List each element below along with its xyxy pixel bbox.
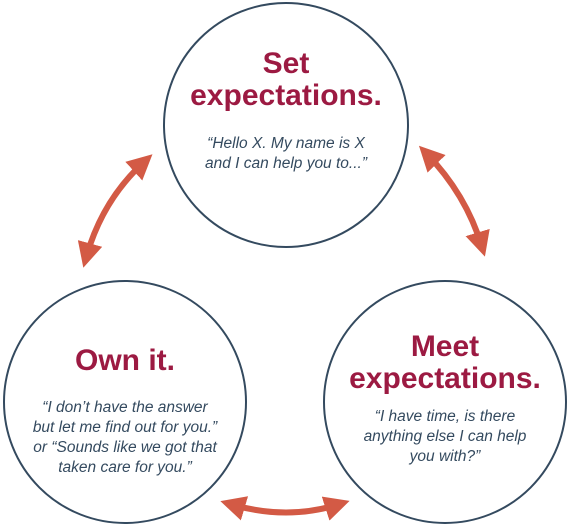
own-quote-line-2: but let me find out for you.” (32, 419, 218, 436)
meet-expectations-quote: “I have time, is there anything else I c… (323, 407, 567, 467)
node-set-expectations (163, 2, 409, 248)
set-expectations-title: Set expectations. (163, 48, 409, 112)
arrow-set-meet (418, 145, 490, 257)
own-title-line-1: Own it. (75, 344, 175, 377)
own-quote-line-3: or “Sounds like we got that (33, 439, 217, 456)
set-title-line-1: Set (262, 47, 310, 80)
own-it-quote: “I don’t have the answer but let me find… (3, 398, 247, 478)
own-quote-line-1: “I don’t have the answer (42, 399, 208, 416)
set-expectations-quote: “Hello X. My name is X and I can help yo… (163, 134, 409, 174)
meet-quote-line-1: “I have time, is there (374, 408, 516, 425)
meet-title-line-1: Meet (410, 330, 480, 363)
meet-title-line-2: expectations. (349, 362, 541, 395)
set-quote-line-1: “Hello X. My name is X (207, 135, 365, 152)
own-it-title: Own it. (3, 345, 247, 377)
node-meet-expectations (323, 280, 567, 524)
set-title-line-2: expectations. (190, 79, 382, 112)
node-own-it (3, 280, 247, 524)
meet-expectations-title: Meet expectations. (323, 331, 567, 395)
own-quote-line-4: taken care for you.” (58, 459, 192, 476)
arrow-own-set (77, 154, 153, 268)
meet-quote-line-2: anything else I can help (363, 428, 527, 445)
meet-quote-line-3: you with?” (409, 448, 481, 465)
set-quote-line-2: and I can help you to...” (205, 155, 367, 172)
arrow-meet-own (220, 496, 350, 521)
